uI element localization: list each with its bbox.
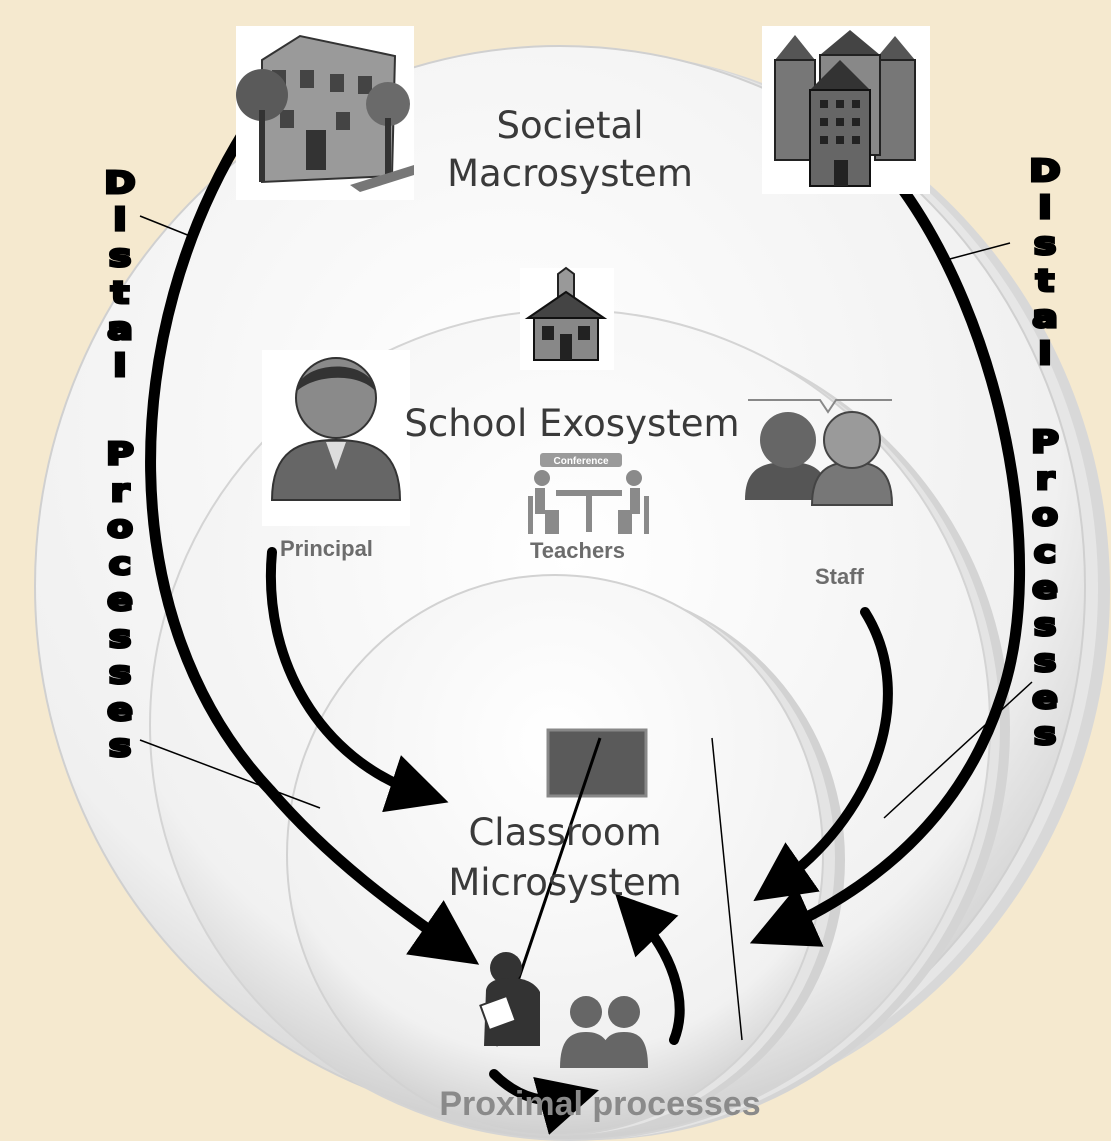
- distal-left-letter: e: [105, 582, 134, 620]
- microsystem-label-line2: Microsystem: [448, 861, 682, 904]
- microsystem-label: Classroom Microsystem: [415, 808, 715, 908]
- distal-left-letter: s: [107, 618, 133, 656]
- townhouse-icon: [236, 26, 414, 200]
- distal-right-letter: D: [1028, 153, 1063, 191]
- conference-icon: Conference: [528, 453, 649, 534]
- distal-processes-right: D i s t a l P r o c e s s e s: [1025, 153, 1065, 754]
- distal-right-letter: s: [1032, 226, 1058, 264]
- arrow-proximal-right: [489, 1069, 599, 1135]
- distal-left-letter: P: [104, 436, 135, 474]
- distal-right-letter: s: [1032, 716, 1058, 754]
- teachers-label: Teachers: [530, 538, 625, 563]
- teacher-classroom-icon: [479, 728, 648, 1068]
- microsystem-label-line1: Classroom: [468, 811, 662, 854]
- distal-right-letter: e: [1030, 570, 1059, 608]
- distal-left-gap: [95, 385, 145, 437]
- distal-right-letter: t: [1034, 262, 1056, 300]
- conference-sign-text: Conference: [553, 456, 608, 467]
- proximal-processes-label: Proximal processes: [439, 1085, 761, 1123]
- macrosystem-label-line1: Societal: [496, 104, 644, 147]
- distal-left-letter: l: [112, 347, 129, 385]
- distal-right-letter: s: [1032, 606, 1058, 644]
- distal-left-letter: o: [105, 509, 135, 547]
- arrow-principal: [265, 547, 449, 813]
- distal-left-letter: D: [103, 165, 138, 203]
- distal-right-letter: P: [1029, 424, 1060, 462]
- microsystem-circle: [286, 574, 845, 1136]
- principal-label: Principal: [280, 536, 373, 561]
- arrow-staff: [753, 607, 893, 902]
- macrosystem-label: Societal Macrosystem: [420, 102, 720, 198]
- distal-right-letter: c: [1032, 533, 1058, 571]
- distal-right-letter: o: [1030, 497, 1060, 535]
- distal-right-letter: r: [1034, 460, 1056, 498]
- distal-left-letter: i: [112, 201, 129, 239]
- arrow-proximal-up: [615, 893, 685, 1045]
- distal-right-letter: s: [1032, 643, 1058, 681]
- leader-lines: [139, 215, 1033, 1041]
- office-towers-icon: [762, 26, 930, 194]
- staff-icon: [745, 399, 894, 506]
- distal-right-letter: i: [1037, 189, 1054, 227]
- distal-right-gap: [1020, 373, 1070, 425]
- distal-left-letter: e: [105, 691, 134, 729]
- distal-right-letter: a: [1030, 299, 1059, 337]
- staff-label: Staff: [815, 564, 864, 589]
- distal-arrows: [145, 124, 1025, 965]
- distal-left-letter: t: [109, 274, 131, 312]
- proximal-arrows: [489, 893, 685, 1135]
- distal-right-letter: l: [1037, 335, 1054, 373]
- distal-left-letter: r: [109, 472, 131, 510]
- schoolhouse-icon: [520, 266, 614, 370]
- arrow-macro-left: [145, 124, 480, 965]
- distal-left-letter: c: [107, 545, 133, 583]
- macrosystem-label-line2: Macrosystem: [447, 152, 693, 195]
- distal-right-letter: e: [1030, 679, 1059, 717]
- distal-left-letter: s: [107, 238, 133, 276]
- distal-left-letter: s: [107, 655, 133, 693]
- distal-left-letter: a: [105, 311, 134, 349]
- distal-left-letter: s: [107, 728, 133, 766]
- principal-icon: [262, 350, 410, 526]
- arrow-macro-right: [749, 177, 1025, 947]
- exosystem-label: School Exosystem: [404, 402, 740, 445]
- distal-processes-left: D i s t a l P r o c e s s e s: [100, 165, 140, 766]
